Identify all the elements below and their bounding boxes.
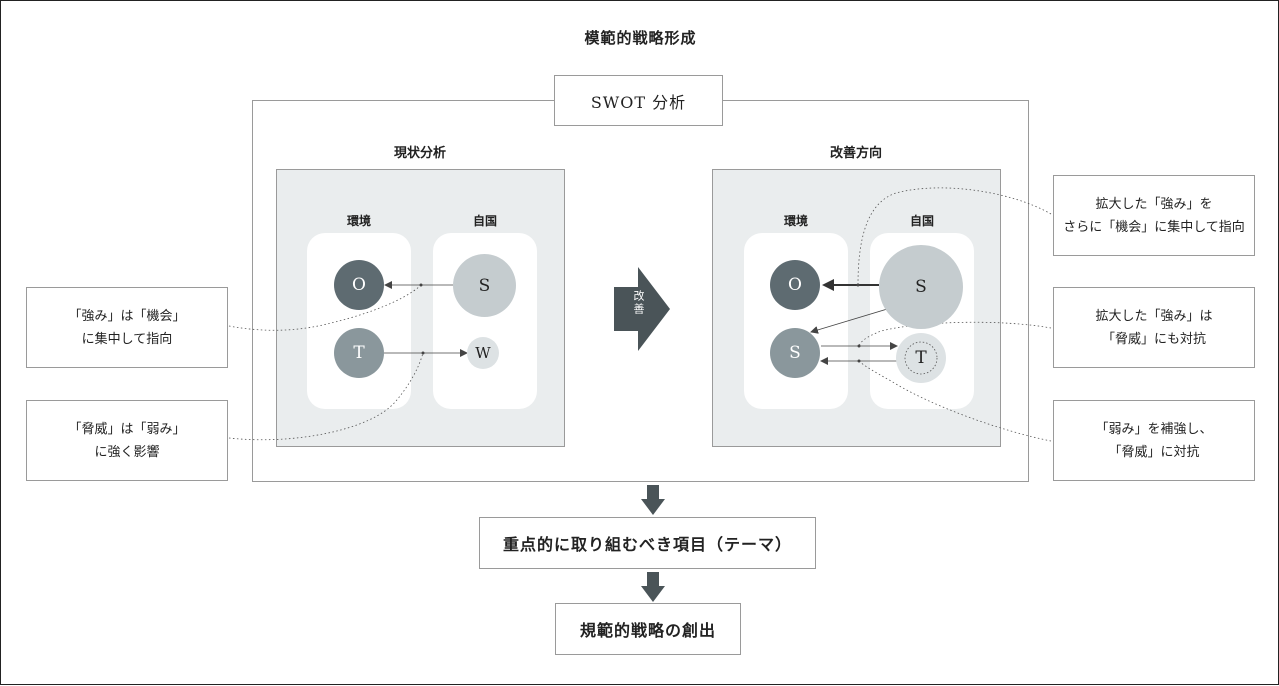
future-strength-self-node: S — [879, 245, 963, 329]
note-left-top: 「強み」は「機会」 に集中して指向 — [26, 287, 228, 368]
future-opportunity-node: O — [770, 260, 820, 310]
diagram-title: 模範的戦略形成 — [584, 29, 697, 47]
current-env-label: 環境 — [346, 214, 371, 228]
note-left-bottom: 「脅威」は「弱み」 に強く影響 — [26, 400, 228, 481]
future-threat-label: T — [915, 348, 927, 368]
current-weakness-node: W — [467, 337, 499, 369]
future-env-label: 環境 — [783, 214, 808, 228]
future-self-label: 自国 — [909, 214, 934, 228]
future-threat-node: T — [896, 333, 946, 383]
future-threat-dashed-ring — [904, 341, 938, 375]
future-strength-env-node: S — [770, 328, 820, 378]
current-opportunity-node: O — [334, 260, 384, 310]
current-self-label: 自国 — [472, 214, 497, 228]
current-threat-node: T — [334, 328, 384, 378]
down-arrow-2 — [641, 572, 665, 602]
improvement-arrow — [614, 267, 670, 351]
theme-box: 重点的に取り組むべき項目（テーマ） — [479, 517, 816, 569]
note-right-bottom: 「弱み」を補強し、 「脅威」に対抗 — [1053, 400, 1255, 481]
strategy-box: 規範的戦略の創出 — [555, 603, 741, 655]
down-arrow-1 — [641, 485, 665, 515]
current-strength-node: S — [453, 254, 516, 317]
note-right-top: 拡大した「強み」を さらに「機会」に集中して指向 — [1053, 175, 1255, 256]
note-right-mid: 拡大した「強み」は 「脅威」にも対抗 — [1053, 287, 1255, 368]
swot-label-box: SWOT 分析 — [554, 75, 723, 126]
improvement-label: 改善 — [632, 290, 645, 316]
current-analysis-label: 現状分析 — [393, 146, 446, 161]
future-direction-label: 改善方向 — [829, 146, 882, 161]
